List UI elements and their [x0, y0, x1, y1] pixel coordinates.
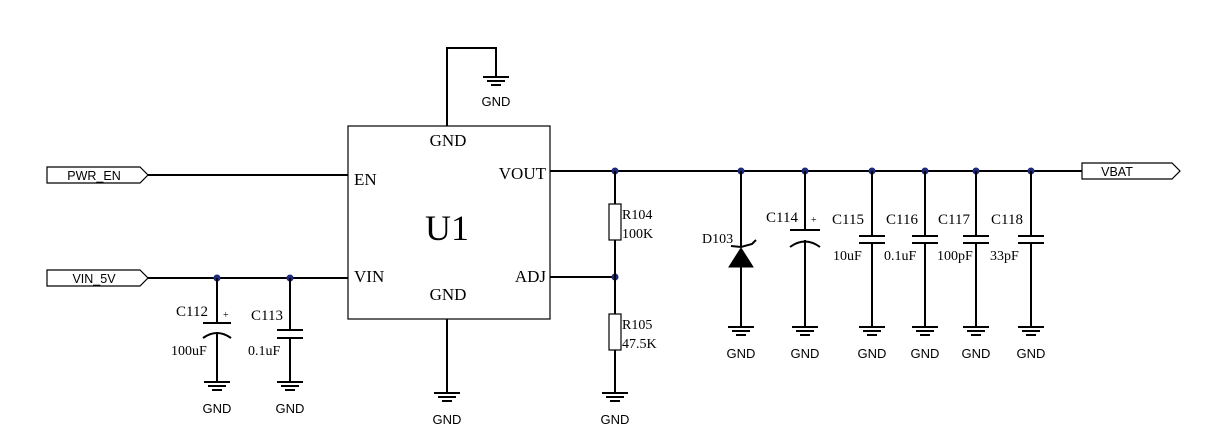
- gnd-label: GND: [276, 401, 305, 416]
- gnd-label: GND: [601, 412, 630, 427]
- pwr-en-port: PWR_EN: [46, 166, 149, 184]
- u1-pin-vin: VIN: [354, 267, 384, 286]
- u1-body: [347, 125, 551, 320]
- diode-d103: D103 GND: [702, 171, 757, 361]
- c117-value: 100pF: [937, 249, 973, 264]
- capacitor-c114: + C114 GND: [766, 171, 821, 361]
- r105-value: 47.5K: [622, 337, 657, 352]
- gnd-label: GND: [962, 346, 991, 361]
- capacitor-c112: + C112 100uF GND: [171, 278, 232, 416]
- vbat-port: VBAT: [1081, 162, 1181, 180]
- resistor-r105: R105 47.5K GND: [601, 277, 657, 427]
- pwr-en-label: PWR_EN: [67, 169, 120, 183]
- resistor-r104: R104 100K: [608, 171, 653, 277]
- c115-ref: C115: [832, 212, 864, 228]
- d103-ref: D103: [702, 232, 733, 247]
- c118-value: 33pF: [990, 249, 1019, 264]
- u1-ref-label: U1: [425, 208, 469, 248]
- gnd-label: GND: [791, 346, 820, 361]
- u1-pin-vout: VOUT: [499, 164, 547, 183]
- capacitor-c117: C117 100pF GND: [937, 171, 990, 361]
- u1-pin-gnd-top: GND: [430, 131, 467, 150]
- r105-ref: R105: [622, 318, 652, 333]
- gnd-label: GND: [1017, 346, 1046, 361]
- capacitor-c118: C118 33pF GND: [990, 171, 1045, 361]
- gnd-label: GND: [911, 346, 940, 361]
- c116-ref: C116: [886, 212, 918, 228]
- c113-ref: C113: [251, 308, 283, 324]
- capacitor-c116: C116 0.1uF GND: [884, 171, 939, 361]
- r104-value: 100K: [622, 227, 653, 242]
- c116-value: 0.1uF: [884, 249, 917, 264]
- c112-plus: +: [223, 310, 229, 321]
- c118-ref: C118: [991, 212, 1023, 228]
- vin-5v-label: VIN_5V: [72, 272, 116, 286]
- u1-pin-en: EN: [354, 170, 377, 189]
- c112-ref: C112: [176, 304, 208, 320]
- c112-value: 100uF: [171, 344, 207, 359]
- vin-5v-port: VIN_5V: [46, 269, 149, 287]
- u1-chip: U1 GND GND EN VIN VOUT ADJ: [347, 125, 551, 320]
- c114-plus: +: [811, 215, 817, 226]
- gnd-label: GND: [482, 94, 511, 109]
- c117-ref: C117: [938, 212, 970, 228]
- gnd-label: GND: [433, 412, 462, 427]
- c113-value: 0.1uF: [248, 344, 281, 359]
- c114-ref: C114: [766, 210, 798, 226]
- capacitor-c113: C113 0.1uF GND: [248, 278, 304, 416]
- capacitor-c115: C115 10uF GND: [832, 171, 886, 361]
- gnd-label: GND: [858, 346, 887, 361]
- r104-ref: R104: [622, 208, 652, 223]
- u1-pin-gnd-bottom: GND: [430, 285, 467, 304]
- c115-value: 10uF: [833, 249, 862, 264]
- gnd-label: GND: [203, 401, 232, 416]
- vbat-label: VBAT: [1101, 165, 1133, 179]
- u1-top-ground: GND: [446, 47, 511, 126]
- u1-bottom-ground: GND: [433, 319, 462, 427]
- gnd-label: GND: [727, 346, 756, 361]
- u1-pin-adj: ADJ: [515, 267, 547, 286]
